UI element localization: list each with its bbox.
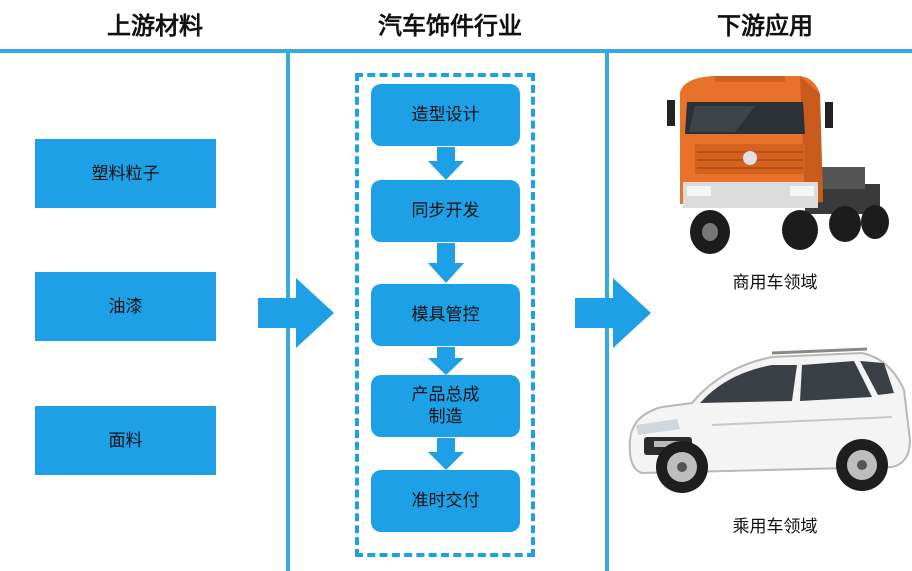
process-frame: [355, 73, 535, 557]
header-downstream: 下游应用: [717, 12, 813, 40]
header-divider: [0, 49, 912, 53]
commercial-vehicle-label: 商用车领域: [732, 273, 818, 293]
down-arrow-1: [428, 147, 464, 180]
down-arrow-4: [428, 438, 464, 470]
process-step-design: 造型设计: [371, 84, 520, 146]
process-step-development: 同步开发: [371, 180, 520, 242]
header-upstream: 上游材料: [107, 12, 203, 40]
upstream-box-plastic: 塑料粒子: [35, 139, 216, 208]
upstream-box-fabric: 面料: [35, 406, 216, 475]
upstream-box-paint: 油漆: [35, 272, 216, 341]
truck-image: [667, 76, 889, 254]
passenger-vehicle-label: 乘用车领域: [732, 517, 818, 537]
process-step-manufacturing: 产品总成 制造: [371, 375, 520, 437]
flow-arrow-right-2: [575, 278, 651, 348]
header-industry: 汽车饰件行业: [378, 12, 522, 40]
down-arrow-3: [428, 347, 464, 375]
flow-arrow-right-1: [258, 278, 334, 348]
process-step-delivery: 准时交付: [371, 470, 520, 532]
down-arrow-2: [428, 243, 464, 283]
suv-image: [628, 347, 912, 493]
process-step-mold-control: 模具管控: [371, 284, 520, 346]
